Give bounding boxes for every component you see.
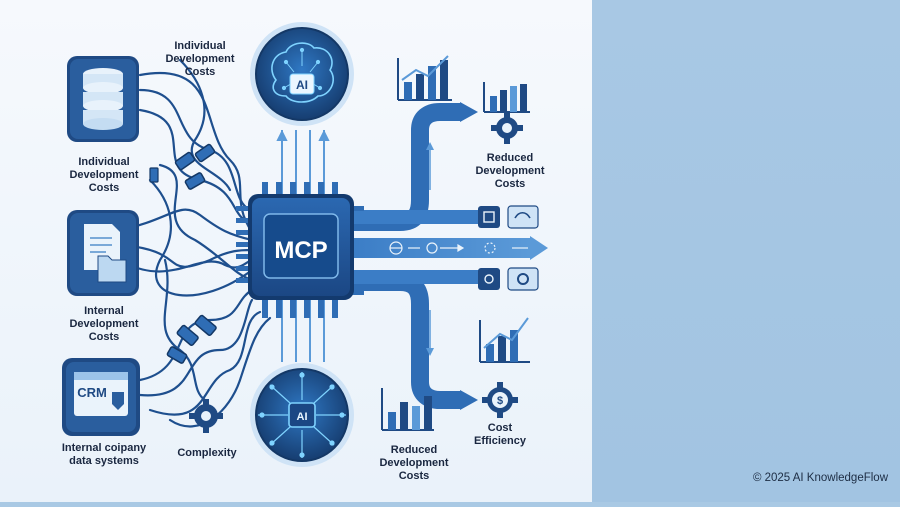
bar-chart-icon-bottom: [381, 388, 434, 431]
pipe-tiles: [478, 205, 539, 291]
dollar-gear-icon: $: [482, 382, 518, 418]
crm-screen-text: CRM: [77, 385, 107, 400]
ai-circuit-node-bottom: AI: [250, 363, 354, 467]
tangled-wires: [118, 58, 272, 428]
gear-icon-output-top: [491, 112, 523, 144]
diagram-canvas: CRM AI AI: [0, 0, 592, 502]
label-crm-source: Internal coipany data systems: [61, 442, 147, 467]
mcp-chip: MCP: [236, 182, 364, 318]
label-document-source: Internal Development Costs: [69, 305, 139, 343]
gear-icon-complexity: [189, 399, 223, 433]
bar-chart-icon-lower-right: [479, 317, 530, 363]
mcp-chip-label: MCP: [274, 237, 327, 264]
svg-text:$: $: [497, 395, 503, 407]
label-cost-efficiency: Cost Efficiency: [474, 422, 526, 447]
document-folder-icon: [67, 210, 139, 296]
label-database-source: Individual Development Costs: [69, 156, 139, 194]
crm-icon: CRM: [62, 358, 140, 436]
ai-node-top-label: AI: [296, 78, 308, 92]
database-icon: [67, 56, 139, 142]
label-complexity: Complexity: [177, 447, 237, 459]
output-pipes: [350, 102, 548, 410]
pipe-icons: [389, 241, 528, 255]
bar-chart-icon-upper-right: [483, 82, 530, 113]
bar-chart-icon-top: [397, 55, 452, 101]
cable-connectors: [149, 143, 217, 364]
right-side-panel: © 2025 AI KnowledgeFlow: [592, 0, 900, 502]
label-top-individual-costs: Individual Development Costs: [165, 40, 235, 78]
ai-brain-node-top: AI: [250, 22, 354, 126]
ai-node-bottom-label: AI: [297, 411, 308, 423]
label-bottom-reduced-costs: Reduced Development Costs: [379, 444, 449, 482]
copyright-text: © 2025 AI KnowledgeFlow: [752, 472, 888, 484]
label-output-reduced-costs: Reduced Development Costs: [475, 152, 545, 190]
diagram-svg: CRM AI AI: [62, 22, 548, 467]
